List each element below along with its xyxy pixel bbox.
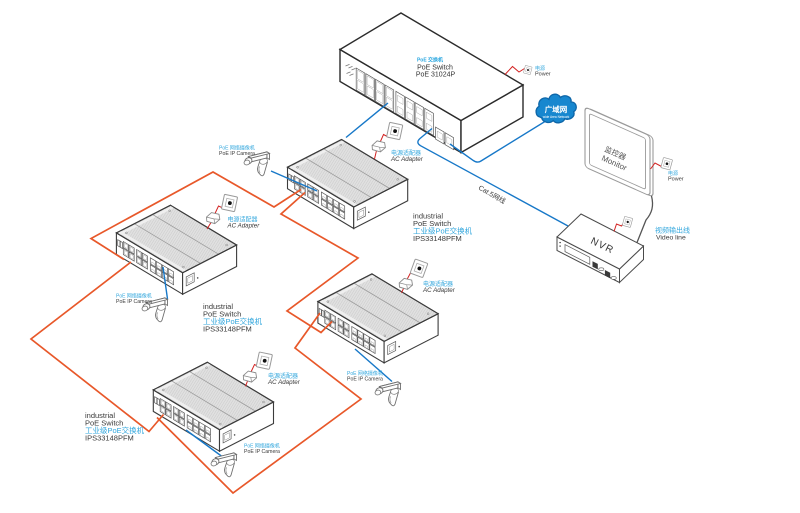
- svg-text:视频输出线: 视频输出线: [655, 226, 690, 235]
- svg-text:PoE 网络摄像机: PoE 网络摄像机: [244, 443, 280, 450]
- svg-text:电源: 电源: [668, 170, 678, 177]
- svg-text:IPS33148PFM: IPS33148PFM: [413, 234, 462, 243]
- svg-text:PoE 网络摄像机: PoE 网络摄像机: [347, 370, 383, 377]
- svg-text:PoE Switch: PoE Switch: [413, 219, 451, 228]
- svg-text:PoE 网络摄像机: PoE 网络摄像机: [219, 145, 255, 152]
- svg-text:Video line: Video line: [656, 235, 686, 242]
- svg-text:AC Adapter: AC Adapter: [227, 223, 261, 230]
- svg-text:IPS33148PFM: IPS33148PFM: [203, 325, 252, 334]
- svg-text:AC Adapter: AC Adapter: [267, 379, 301, 386]
- svg-text:Power: Power: [535, 71, 551, 77]
- svg-text:广域网: 广域网: [545, 104, 568, 114]
- svg-text:AC Adapter: AC Adapter: [390, 156, 424, 163]
- svg-text:PoE IP Camera: PoE IP Camera: [219, 151, 255, 157]
- svg-text:industrial: industrial: [85, 411, 115, 420]
- svg-text:电源适配器: 电源适配器: [423, 280, 453, 288]
- svg-text:IPS33148PFM: IPS33148PFM: [85, 434, 134, 443]
- svg-text:PoE IP Camera: PoE IP Camera: [244, 449, 280, 455]
- svg-text:工业级PoE交换机: 工业级PoE交换机: [203, 316, 263, 326]
- svg-text:PoE 网络摄像机: PoE 网络摄像机: [116, 293, 152, 300]
- svg-text:电源适配器: 电源适配器: [228, 216, 258, 224]
- svg-text:电源适配器: 电源适配器: [391, 149, 421, 157]
- svg-text:PoE Switch: PoE Switch: [203, 310, 241, 319]
- svg-text:工业级PoE交换机: 工业级PoE交换机: [413, 226, 473, 236]
- svg-text:PoE 交换机: PoE 交换机: [417, 57, 443, 64]
- svg-text:industrial: industrial: [203, 302, 233, 311]
- svg-text:PoE IP Camera: PoE IP Camera: [116, 299, 152, 305]
- svg-text:电源: 电源: [535, 65, 545, 72]
- svg-text:industrial: industrial: [413, 212, 443, 221]
- svg-text:AC Adapter: AC Adapter: [422, 287, 456, 294]
- svg-text:工业级PoE交换机: 工业级PoE交换机: [85, 425, 145, 435]
- svg-text:PoE 31024P: PoE 31024P: [416, 72, 456, 79]
- svg-text:电源适配器: 电源适配器: [268, 372, 298, 380]
- svg-text:Power: Power: [668, 176, 684, 182]
- svg-text:PoE Switch: PoE Switch: [417, 64, 453, 71]
- svg-text:wide Area Network: wide Area Network: [543, 115, 570, 119]
- svg-text:PoE IP Camera: PoE IP Camera: [347, 377, 383, 383]
- svg-text:PoE Switch: PoE Switch: [85, 419, 123, 428]
